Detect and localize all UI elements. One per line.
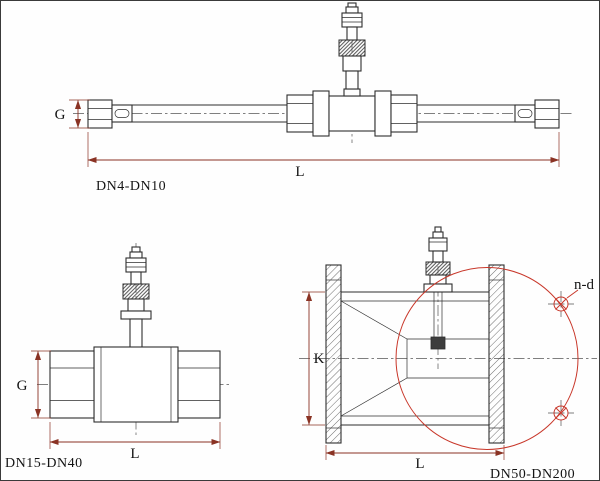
dim-g-label: G: [55, 107, 66, 123]
dimension-g: G: [17, 350, 51, 419]
dim-k-label: K: [314, 351, 325, 367]
bolt-circle: n-d: [395, 267, 594, 450]
right-flange: [488, 264, 505, 444]
centerlines: [299, 227, 597, 369]
right-pipe: [417, 104, 515, 123]
dimension-g: G: [55, 99, 90, 129]
turbine-rotor: [430, 336, 446, 350]
right-end-fitting: [514, 99, 560, 129]
dim-l-label: L: [295, 164, 304, 180]
caption-dn4-dn10: DN4-DN10: [96, 179, 166, 194]
bolt-hole-top: [548, 291, 574, 317]
bolt-hole-bottom: [548, 400, 574, 426]
dimension-l: L: [49, 422, 221, 462]
sensor-assembly: [338, 2, 366, 90]
drawing-dn15-dn40: G L DN15-DN40: [5, 243, 231, 471]
caption-dn15-dn40: DN15-DN40: [5, 456, 83, 471]
drawing-dn50-dn200: K L n-d: [299, 226, 597, 480]
caption-dn50-dn200: DN50-DN200: [490, 467, 575, 480]
dimension-k: K: [302, 291, 325, 426]
nd-leader-line: [566, 289, 579, 299]
meter-body: [49, 346, 221, 423]
sensor-assembly: [120, 246, 152, 349]
left-pipe: [132, 104, 287, 123]
dim-g-label: G: [17, 378, 28, 394]
meter-center-body: [286, 88, 418, 137]
drawing-dn4-dn10: G L DN4-DN10: [55, 2, 573, 194]
sensor-assembly: [423, 226, 453, 293]
left-end-fitting: [87, 99, 133, 129]
dimension-l: L: [87, 132, 560, 180]
dim-l-label: L: [415, 456, 424, 472]
dim-l-label: L: [130, 446, 139, 462]
dim-nd-label: n-d: [574, 277, 594, 293]
left-flange: [325, 264, 342, 444]
meter-body-section: [340, 291, 489, 426]
